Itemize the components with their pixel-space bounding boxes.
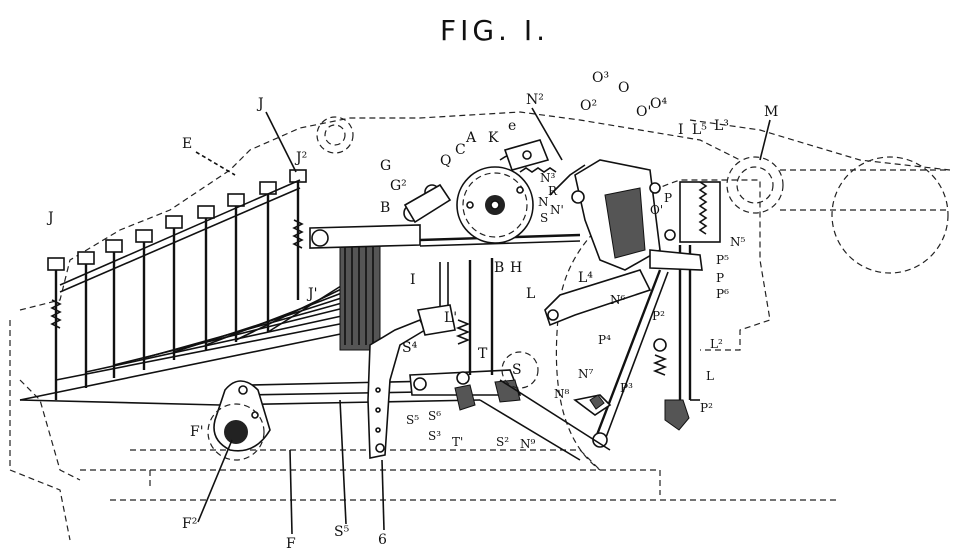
- label-P6: P⁶: [716, 287, 729, 301]
- machine-frame-outline: [9, 111, 951, 541]
- label-J2: J²: [294, 150, 307, 166]
- label-F2: F²: [182, 516, 197, 532]
- label-N5: N⁵: [730, 235, 746, 249]
- lever-l: [544, 269, 690, 448]
- label-S3: S³: [428, 429, 441, 443]
- label-G2: G²: [390, 178, 407, 194]
- label-O: O: [618, 80, 629, 96]
- label-P5: P⁵: [716, 253, 729, 267]
- reference-labels: J J E J² J' G G² B Q C A K e N² N³ R N N…: [46, 70, 778, 551]
- label-L1: L': [444, 310, 457, 326]
- label-S5: S⁵: [334, 524, 350, 540]
- central-linkage: [409, 258, 611, 461]
- key-stem: [259, 181, 277, 332]
- label-Q: Q: [440, 153, 451, 169]
- label-N3: N³: [540, 171, 556, 185]
- label-N1: N': [550, 203, 564, 217]
- label-G: G: [380, 158, 391, 174]
- label-N8: N⁸: [554, 387, 570, 401]
- label-M: M: [764, 104, 778, 120]
- label-e: e: [508, 118, 516, 134]
- label-P3: P³: [620, 381, 633, 395]
- key-stem: [165, 215, 183, 360]
- label-P2: P²: [700, 401, 713, 415]
- label-L3: L³: [714, 118, 729, 134]
- label-O1b: O': [650, 203, 663, 217]
- label-B: B: [380, 200, 390, 216]
- label-P4: P⁴: [598, 333, 611, 347]
- label-O4: O⁴: [650, 96, 667, 112]
- label-B: B: [494, 260, 504, 276]
- rack-assembly: [649, 181, 721, 401]
- label-O3: O³: [592, 70, 609, 86]
- label-S4: S⁴: [402, 340, 418, 356]
- main-pivot: [207, 380, 271, 461]
- key-stem: [197, 205, 215, 350]
- key-stem: [105, 239, 123, 378]
- label-R: R: [548, 184, 558, 198]
- label-6: 6: [378, 532, 387, 548]
- escapement-block: [549, 159, 676, 271]
- label-P2: P²: [652, 309, 665, 323]
- label-E: E: [182, 136, 192, 152]
- lever-fan: [19, 273, 481, 406]
- figure-title: FIG. I.: [440, 14, 549, 47]
- key-stem: [135, 229, 153, 370]
- label-N9: N⁹: [520, 437, 536, 451]
- key-stem: [77, 251, 95, 388]
- typebar-comb: [339, 239, 381, 351]
- label-F: F: [286, 536, 296, 551]
- label-S6: S⁶: [428, 409, 441, 423]
- label-S: S: [512, 362, 522, 378]
- label-S2: S²: [496, 435, 509, 449]
- label-H: H: [510, 260, 522, 276]
- label-N6: N⁶: [610, 293, 626, 307]
- label-L: L: [706, 369, 714, 383]
- label-N: N: [538, 195, 549, 209]
- label-N7: N⁷: [578, 367, 594, 381]
- label-N2: N²: [526, 92, 544, 108]
- label-O2: O²: [580, 98, 597, 114]
- label-K: K: [488, 130, 499, 146]
- label-T1: T': [452, 435, 463, 449]
- label-A: A: [465, 130, 477, 146]
- label-J1: J': [306, 286, 317, 302]
- label-P: P: [664, 191, 672, 205]
- gear-assembly: [456, 139, 557, 244]
- label-S: S: [540, 211, 548, 225]
- label-L2: L²: [710, 337, 723, 351]
- leader-lines: [195, 107, 771, 535]
- label-T: T: [478, 346, 488, 362]
- key-stem: [47, 257, 65, 400]
- label-P: P: [716, 271, 724, 285]
- label-J: J: [46, 210, 54, 226]
- label-I: I: [678, 122, 684, 138]
- label-O1: O': [636, 104, 651, 120]
- label-S5: S⁵: [406, 413, 419, 427]
- key-levers: [47, 169, 307, 400]
- label-J: J: [256, 96, 264, 112]
- key-stem: [227, 193, 245, 342]
- label-L: L: [526, 286, 535, 302]
- label-I: I: [410, 272, 416, 288]
- label-L5: L⁵: [692, 122, 707, 138]
- label-F1: F': [190, 424, 204, 440]
- label-L4: L⁴: [578, 270, 593, 286]
- lever-six: [367, 318, 427, 459]
- label-C: C: [455, 142, 466, 158]
- upper-linkage: [309, 183, 581, 320]
- key-stem: [289, 169, 307, 300]
